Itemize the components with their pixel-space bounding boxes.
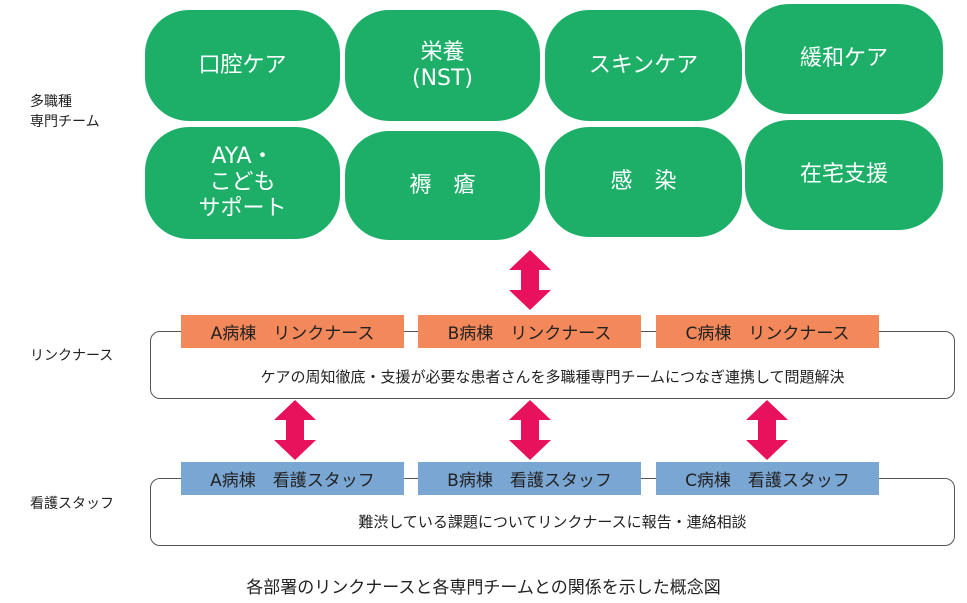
link-nurse-description: ケアの周知徹底・支援が必要な患者さんを多職種専門チームにつなぎ連携して問題解決	[260, 368, 845, 386]
team-label: 口腔ケア	[198, 52, 287, 78]
link-nurse-tag-b: B病棟 リンクナース	[418, 315, 641, 348]
team-aya-children-support: AYA・ こども サポート	[145, 127, 340, 239]
double-arrow-icon	[509, 400, 551, 460]
team-oral-care: 口腔ケア	[145, 10, 340, 121]
team-label: 褥 瘡	[409, 172, 476, 198]
double-arrow-icon	[509, 250, 551, 310]
link-nurse-tag-c: C病棟 リンクナース	[656, 315, 879, 348]
figure-caption: 各部署のリンクナースと各専門チームとの関係を示した概念図	[246, 578, 721, 598]
double-arrow-icon	[274, 400, 316, 460]
team-infection: 感 染	[545, 127, 742, 237]
row-label-link-nurse: リンクナース	[30, 348, 114, 364]
team-label: 緩和ケア	[799, 46, 888, 71]
team-nutrition: 栄養 (NST)	[345, 10, 540, 121]
staff-tag-c: C病棟 看護スタッフ	[656, 462, 879, 495]
staff-tag-a: A病棟 看護スタッフ	[181, 462, 404, 495]
team-label: AYA・ こども サポート	[198, 144, 287, 221]
team-home-support: 在宅支援	[745, 120, 943, 230]
team-palliative-care: 緩和ケア	[745, 4, 943, 114]
staff-tag-b: B病棟 看護スタッフ	[418, 462, 641, 495]
link-nurse-tag-a: A病棟 リンクナース	[181, 315, 404, 348]
double-arrow-icon	[746, 400, 788, 460]
team-label: 感 染	[610, 169, 677, 194]
staff-description: 難渋している課題についてリンクナースに報告・連絡相談	[358, 513, 747, 531]
team-skin-care: スキンケア	[545, 10, 742, 121]
team-label: 在宅支援	[799, 162, 888, 187]
team-pressure-ulcer: 褥 瘡	[345, 131, 540, 240]
team-label: 栄養 (NST)	[411, 39, 474, 91]
team-label: スキンケア	[588, 52, 699, 78]
row-label-staff: 看護スタッフ	[30, 496, 114, 512]
row-label-teams: 多職種 専門チーム	[30, 94, 100, 130]
